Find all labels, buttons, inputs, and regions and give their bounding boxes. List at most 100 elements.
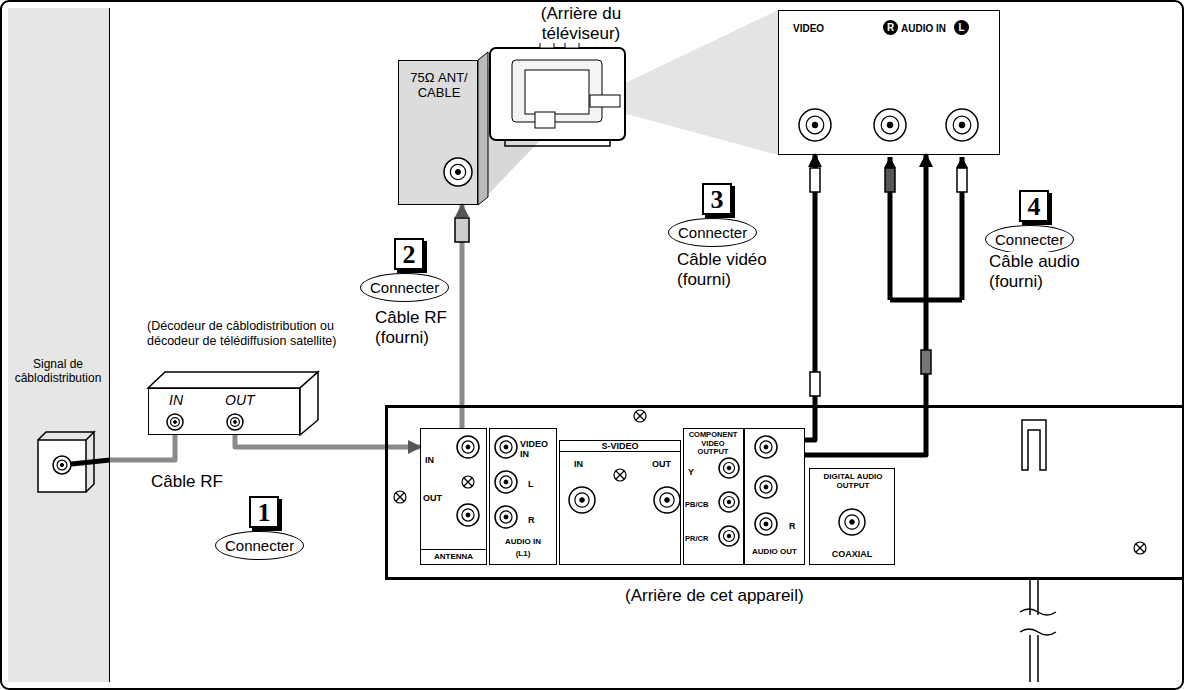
drawing-part	[444, 158, 472, 186]
drawing-part	[614, 469, 626, 481]
drawing-part	[455, 218, 469, 242]
drawing-part	[764, 445, 768, 449]
panel-label: IN	[425, 455, 434, 465]
drawing-part	[8, 8, 110, 682]
drawing-part	[885, 168, 895, 192]
drawing-part	[504, 480, 508, 484]
drawing-part	[1136, 544, 1144, 552]
drawing-part	[812, 122, 818, 128]
drawing-part	[1022, 420, 1046, 470]
drawing-part	[665, 498, 670, 503]
drawing-part	[495, 506, 517, 528]
drawing-part	[575, 493, 589, 507]
panel-label: IN	[169, 392, 183, 408]
drawing-part	[495, 436, 517, 458]
drawing-part	[755, 436, 777, 458]
drawing-part	[724, 531, 735, 542]
panel-label: (Décodeur de câblodistribution ou décode…	[147, 319, 367, 349]
drawing-part	[490, 48, 625, 140]
drawing-part	[959, 122, 965, 128]
drawing-part	[839, 509, 865, 535]
panel-label: AUDIO IN	[901, 23, 946, 35]
drawing-part	[719, 492, 739, 512]
drawing-part	[398, 60, 478, 205]
drawing-part	[921, 350, 931, 374]
panel-label: L	[528, 479, 534, 489]
panel-label: OUT	[423, 493, 442, 503]
drawing-part	[457, 436, 479, 458]
tv-input-panel: VIDEORAUDIO INL	[778, 10, 1000, 155]
drawing-part	[799, 109, 831, 141]
callout-oval: Connecter	[360, 273, 449, 302]
drawing-part	[504, 515, 508, 519]
rear-panel: (Arrière de cet appareil)INOUTANTENNAVID…	[385, 405, 1182, 580]
drawing-part	[580, 498, 585, 503]
panel-label: (L1)	[490, 549, 556, 558]
drawing-part	[810, 168, 820, 192]
drawing-part	[953, 116, 971, 134]
drawing-part	[1134, 542, 1146, 554]
callout-oval: Connecter	[215, 531, 304, 560]
drawing-part	[396, 493, 404, 501]
drawing-part	[231, 418, 240, 427]
drawing-part	[755, 513, 777, 535]
callout-oval: Connecter	[985, 225, 1074, 254]
drawing-part	[462, 441, 474, 453]
cable-label: Câble audio (fourni)	[988, 252, 1120, 291]
view-label: (Arrière du téléviseur)	[505, 4, 657, 43]
panel-label: (Arrière de cet appareil)	[625, 586, 804, 606]
panel-label: R	[789, 521, 796, 531]
drawing-part	[636, 412, 644, 420]
drawing-part	[727, 534, 731, 538]
drawing-part	[719, 458, 739, 478]
panel-label: DIGITAL AUDIO OUTPUT	[812, 472, 894, 490]
panel-label: VIDEO IN	[520, 439, 556, 460]
panel-label: R	[528, 515, 535, 525]
cable-label: Câble vidéo (fourni)	[676, 250, 768, 289]
cable	[110, 435, 175, 460]
tv-antenna-panel: 75Ω ANT/ CABLE	[398, 60, 478, 205]
drawing-part	[464, 478, 472, 486]
drawing-part	[57, 460, 67, 470]
panel-label: OUT	[225, 392, 255, 408]
drawing-part	[500, 511, 512, 523]
drawing-part	[466, 445, 470, 449]
callout: 2Connecter	[360, 238, 449, 302]
decoder-box: (Décodeur de câblodistribution ou décode…	[148, 388, 300, 435]
drawing-part	[53, 109, 1146, 554]
drawing-part	[724, 463, 735, 474]
drawing-part	[234, 421, 237, 424]
drawing-part	[38, 440, 86, 492]
drawing-part	[887, 122, 893, 128]
drawing-part	[719, 526, 739, 546]
drawing-part	[874, 109, 906, 141]
drawing-part	[1020, 609, 1056, 635]
callout-number: 1	[249, 496, 279, 528]
drawing-part	[806, 116, 824, 134]
cable-label: Câble RF (fourni)	[374, 308, 458, 347]
drawing-part	[845, 515, 859, 529]
signal-band: Signal de câblodistribution	[8, 8, 110, 682]
drawing-part	[755, 476, 777, 498]
panel-label: R	[883, 20, 898, 35]
drawing-part	[227, 414, 243, 430]
drawing-part	[850, 520, 855, 525]
drawing-part	[457, 504, 479, 526]
callout-number: 3	[702, 183, 732, 215]
panel-label: IN	[574, 459, 583, 469]
drawing-part	[174, 421, 177, 424]
drawing-part	[760, 481, 772, 493]
drawing-part	[512, 60, 602, 122]
callout: 3Connecter	[668, 183, 757, 247]
drawing-part	[300, 372, 318, 435]
antenna-section: INOUTANTENNA	[420, 428, 487, 565]
av-out-section: RAUDIO OUT	[744, 428, 805, 565]
drawing-part	[881, 116, 899, 134]
drawing-part	[148, 372, 318, 388]
drawing-part	[495, 471, 517, 493]
panel-label: Y	[688, 467, 694, 477]
panel-label: Signal de câblodistribution	[10, 358, 106, 386]
panel-label: OUT	[652, 459, 671, 469]
